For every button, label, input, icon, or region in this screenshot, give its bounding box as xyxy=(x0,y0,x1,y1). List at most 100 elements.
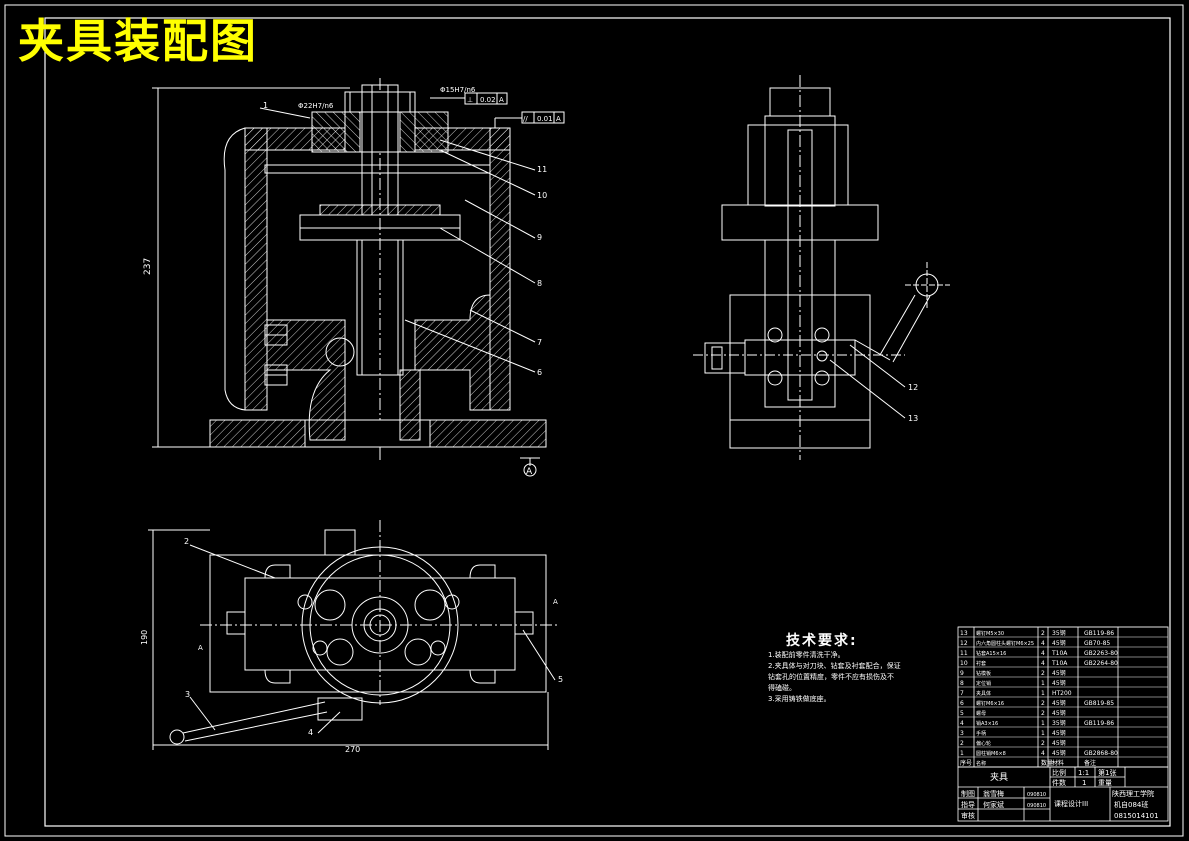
bom-cell-material: 45钢 xyxy=(1052,699,1066,707)
bom-cell-qty: 1 xyxy=(1041,680,1045,687)
tb-school: 陕西理工学院 xyxy=(1112,789,1154,798)
tb-scale: 1:1 xyxy=(1078,769,1089,777)
bom-cell-no: 4 xyxy=(960,720,964,727)
bom-cell-std: GB119-86 xyxy=(1084,720,1114,727)
bom-cell-no: 1 xyxy=(960,750,964,757)
bom-cell-qty: 1 xyxy=(1041,730,1045,737)
bom-cell-no: 8 xyxy=(960,680,964,687)
callout-10: 10 xyxy=(537,191,547,200)
bom-cell-std: GB2868-80 xyxy=(1084,750,1118,757)
width-dim: 270 xyxy=(345,745,360,754)
tb-scale-label: 比例 xyxy=(1052,768,1066,777)
bom-cell-qty: 2 xyxy=(1041,710,1045,717)
bom-cell-material: 45钢 xyxy=(1052,709,1066,717)
bom-cell-material: 35钢 xyxy=(1052,629,1066,637)
tb-part-name: 夹具 xyxy=(990,771,1008,783)
bom-cell-qty: 2 xyxy=(1041,700,1045,707)
bom-cell-no: 2 xyxy=(960,740,964,747)
bom-cell-std: GB819-85 xyxy=(1084,700,1114,707)
inner-border xyxy=(44,17,1171,827)
callout-9: 9 xyxy=(537,233,542,242)
bom-cell-qty: 4 xyxy=(1041,660,1045,667)
tech-requirements: 技术要求: 1.装配前零件清洗干净。 2.夹具体与对刀块、钻套及衬套配合，保证 … xyxy=(768,630,901,705)
bom-cell-material: T10A xyxy=(1051,660,1068,667)
bom-cell-name: 圆柱销M6×8 xyxy=(976,750,1006,757)
callout-7: 7 xyxy=(537,338,542,347)
bom-cell-material: 45钢 xyxy=(1052,739,1066,747)
bom-cell-name: 内六角圆柱头螺钉M6×25 xyxy=(976,640,1034,647)
bom-cell-name: 夹具体 xyxy=(976,690,991,697)
shaft-dim: Φ15H7/n6 xyxy=(440,86,476,94)
bore-dim: Φ22H7/n6 xyxy=(298,102,334,110)
bom-cell-qty: 2 xyxy=(1041,740,1045,747)
callout-12: 12 xyxy=(908,383,918,392)
tb-designed-label: 制图 xyxy=(961,789,975,798)
bom-cell-qty: 1 xyxy=(1041,720,1045,727)
bom-cell-material: T10A xyxy=(1051,650,1068,657)
tb-checker: 何家斌 xyxy=(983,800,1004,809)
bom-cell-material: 35钢 xyxy=(1052,719,1066,727)
bom-header-std: 备注 xyxy=(1084,759,1096,767)
bom-cell-std: GB2264-80 xyxy=(1084,660,1118,667)
bom-cell-name: 螺钉M6×16 xyxy=(976,700,1004,707)
bom-cell-name: 螺钉M5×30 xyxy=(976,630,1004,637)
bom-header-qty: 数量 xyxy=(1041,759,1053,767)
bom-cell-material: 45钢 xyxy=(1052,749,1066,757)
tech-line: 钻套孔的位置精度，零件不应有损伤及不 xyxy=(768,673,894,681)
top-view-labels: 2 3 4 5 270 190 A A xyxy=(140,537,563,754)
callout-4: 4 xyxy=(308,728,313,737)
outer-border xyxy=(4,4,1184,837)
bom-cell-qty: 4 xyxy=(1041,750,1045,757)
gdt-2-value: 0.01 xyxy=(537,115,553,123)
top-view xyxy=(148,520,560,750)
bom-cell-no: 9 xyxy=(960,670,964,677)
side-view xyxy=(693,75,950,460)
bom-cell-name: 定位销 xyxy=(976,680,991,687)
tb-student-no: 0815014101 xyxy=(1114,812,1159,820)
callout-13: 13 xyxy=(908,414,918,423)
front-section-view: 237 A xyxy=(143,78,565,477)
bom-cell-qty: 4 xyxy=(1041,650,1045,657)
tb-weight-label: 重量 xyxy=(1098,779,1112,787)
callout-2: 2 xyxy=(184,537,189,546)
section-mark-right: A xyxy=(553,598,558,606)
title-block-text: 夹具 比例 1:1 第1张 件数 1 重量 制图 翁雪梅 090810 指导 何… xyxy=(961,768,1159,820)
tb-count: 1 xyxy=(1082,779,1086,787)
bom-cell-qty: 1 xyxy=(1041,690,1045,697)
bom-cell-no: 10 xyxy=(960,660,968,667)
callout-6: 6 xyxy=(537,368,542,377)
tech-line: 2.夹具体与对刀块、钻套及衬套配合，保证 xyxy=(768,662,901,670)
bom-cell-name: 偏心轮 xyxy=(976,740,991,747)
tb-designer: 翁雪梅 xyxy=(983,789,1004,798)
bom-cell-qty: 4 xyxy=(1041,640,1045,647)
tech-line: 3.采用铸铁做底座。 xyxy=(768,695,831,703)
tb-checked-label: 指导 xyxy=(961,800,975,809)
gdt-2-datum: A xyxy=(556,115,561,123)
bom-cell-no: 3 xyxy=(960,730,964,737)
tb-designer-id: 090810 xyxy=(1027,792,1046,798)
bom-cell-no: 5 xyxy=(960,710,964,717)
bom-cell-no: 12 xyxy=(960,640,968,647)
bom-cell-qty: 2 xyxy=(1041,670,1045,677)
bom-cell-name: 销A3×16 xyxy=(976,720,998,727)
bom-header-material: 材料 xyxy=(1052,759,1064,767)
depth-dim: 190 xyxy=(140,630,149,645)
bom-cell-std: GB2263-80 xyxy=(1084,650,1118,657)
callout-5: 5 xyxy=(558,675,563,684)
tb-count-label: 件数 xyxy=(1052,778,1066,787)
tech-line: 1.装配前零件清洗干净。 xyxy=(768,651,845,659)
side-view-labels: 12 13 xyxy=(908,383,918,423)
bom-cell-name: 手柄 xyxy=(976,730,986,737)
gdt-1-value: 0.02 xyxy=(480,96,496,104)
bom-cell-name: 钻套A15×16 xyxy=(976,650,1006,657)
page-title: 夹具装配图 xyxy=(18,14,258,68)
datum-a-label: A xyxy=(526,467,533,477)
bom-cell-no: 13 xyxy=(960,630,968,637)
callout-11: 11 xyxy=(537,165,547,174)
callout-1: 1 xyxy=(263,101,268,110)
bom-cell-material: 45钢 xyxy=(1052,729,1066,737)
bom-header-no: 序号 xyxy=(960,759,972,767)
bom-cell-material: 45钢 xyxy=(1052,679,1066,687)
